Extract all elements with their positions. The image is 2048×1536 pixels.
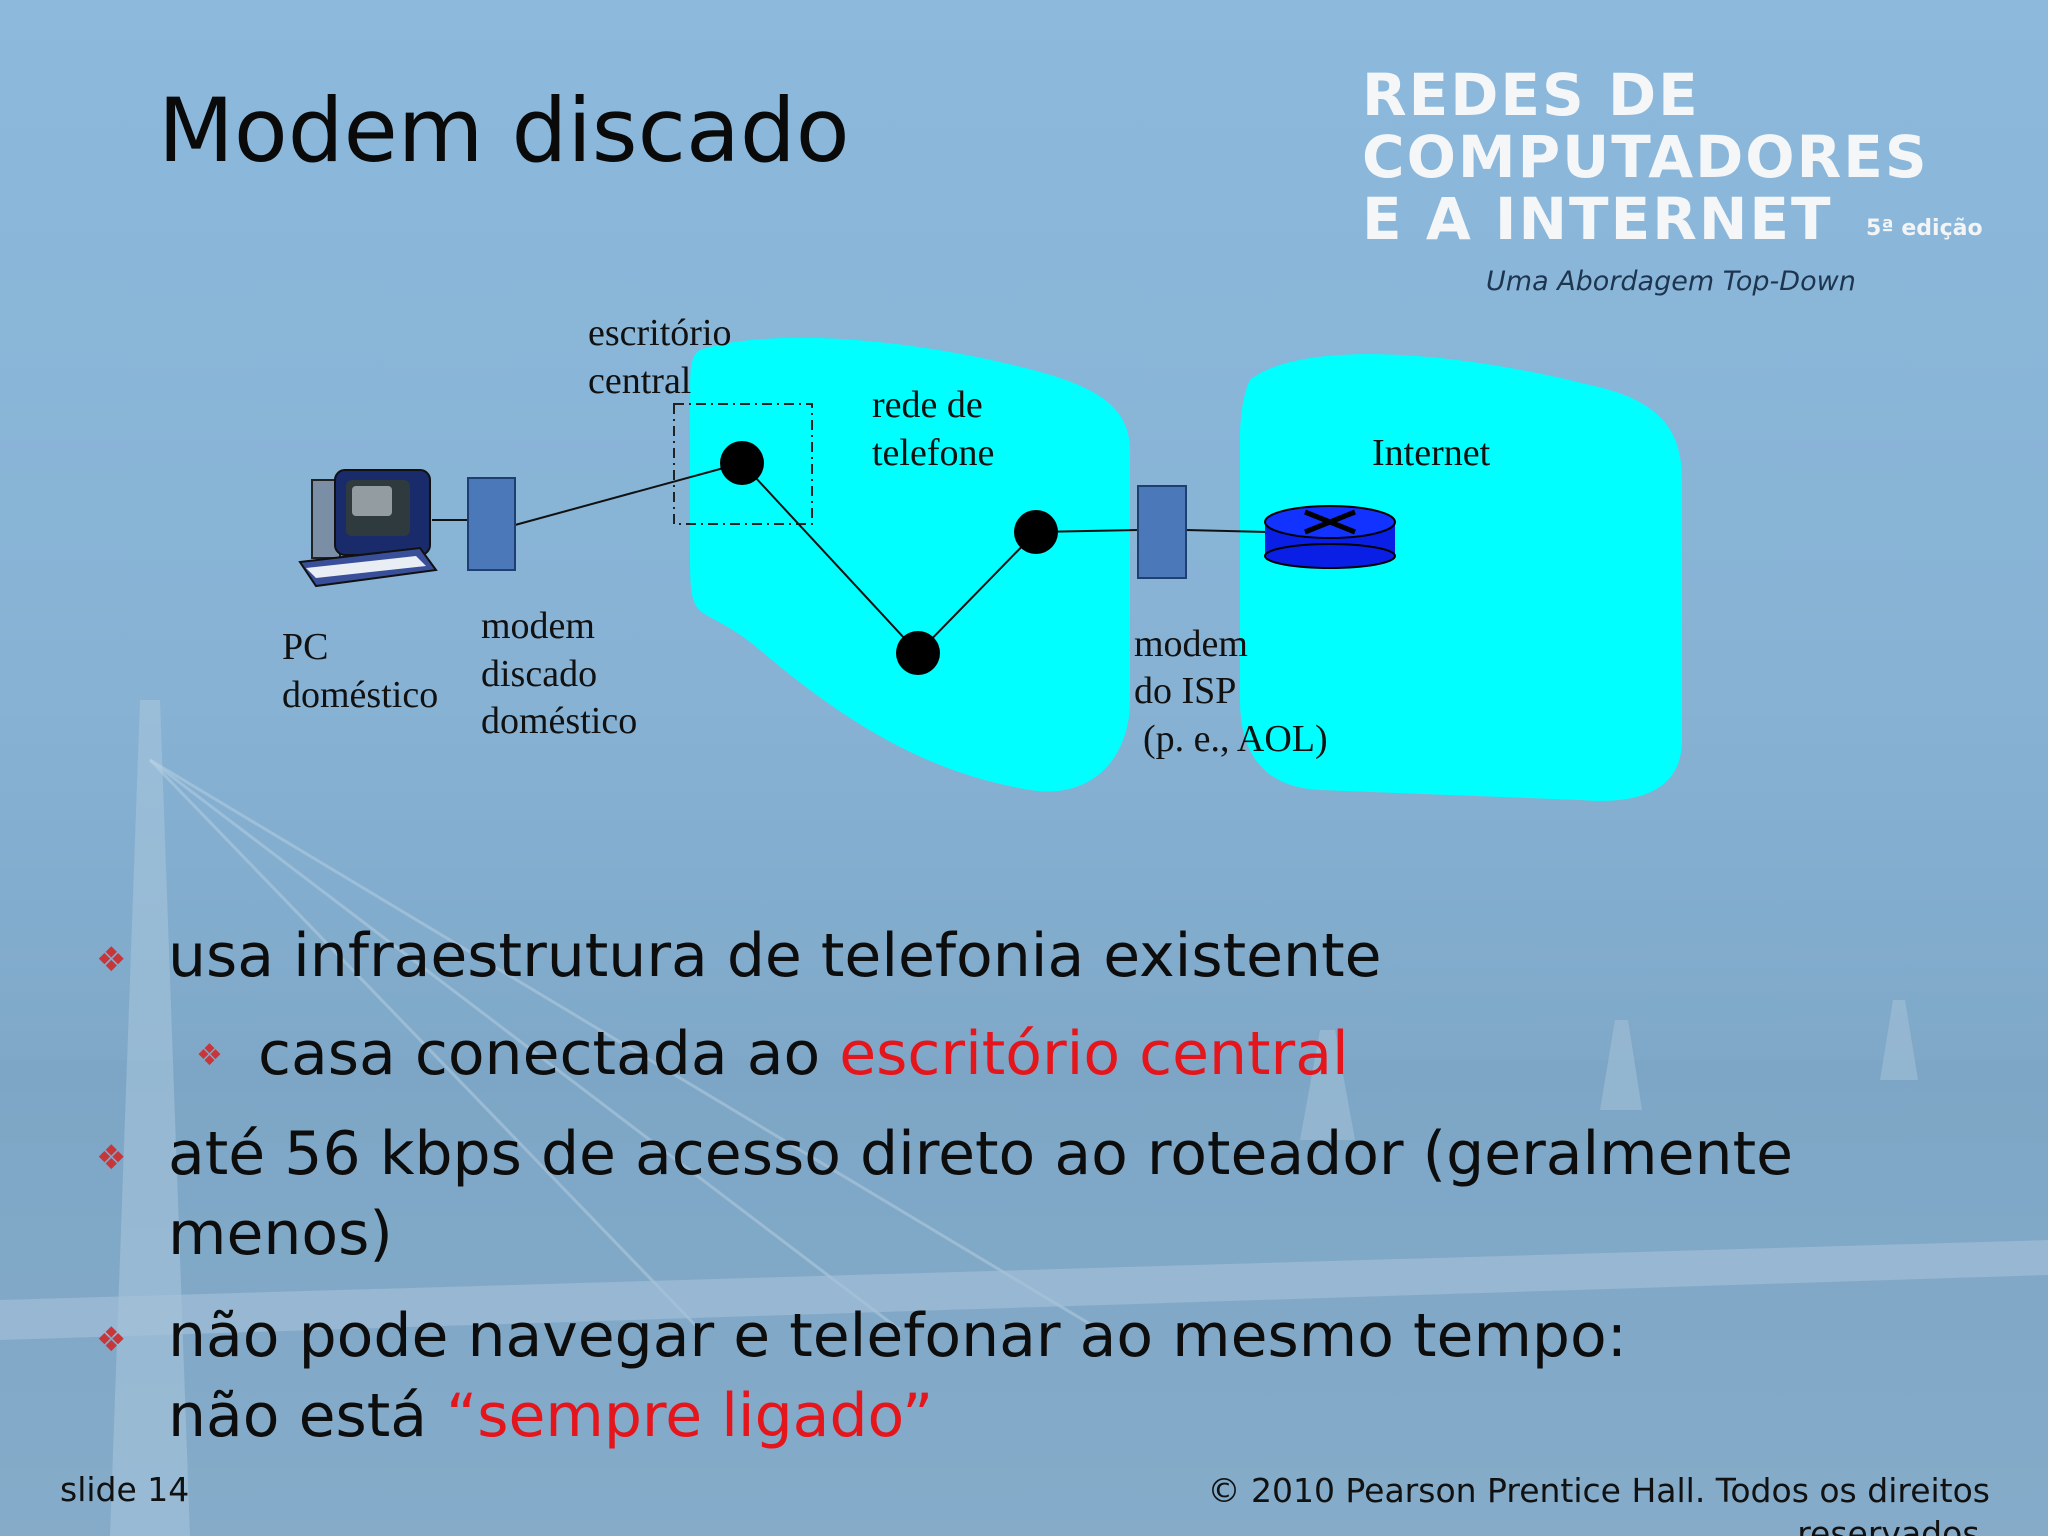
bullet-marker-icon: ❖ — [96, 1320, 127, 1360]
switch-right — [1014, 510, 1058, 554]
label-pc-1: PC — [282, 626, 328, 668]
label-isp-modem-2: do ISP — [1134, 670, 1236, 712]
modem-to-office-link — [514, 462, 743, 526]
bullet-marker-icon: ❖ — [96, 1138, 127, 1178]
switch-central-office — [720, 441, 764, 485]
label-internet: Internet — [1372, 432, 1491, 474]
bullet-3-highlight: “sempre ligado” — [446, 1381, 934, 1451]
central-office-box — [673, 403, 813, 525]
logo-line-3: E A INTERNET — [1362, 185, 1833, 253]
sub-bullet-marker-icon: ❖ — [196, 1038, 223, 1073]
label-home-modem-3: doméstico — [481, 700, 637, 742]
bullet-1: usa infraestrutura de telefonia existent… — [168, 921, 1382, 991]
label-home-modem-1: modem — [481, 605, 595, 647]
phone-network-cloud — [690, 337, 1130, 792]
label-home-modem-2: discado — [481, 653, 597, 695]
logo-line-1: REDES DE — [1362, 61, 1700, 129]
label-pc-2: doméstico — [282, 674, 438, 716]
bullet-3-line-2-text: não está — [168, 1381, 447, 1451]
label-isp-modem-1: modem — [1134, 623, 1248, 665]
office-to-switch-link — [741, 462, 919, 654]
logo-edition: 5ª edição — [1866, 216, 1983, 241]
label-phone-net-1: rede de — [872, 384, 983, 426]
router-icon — [1264, 505, 1396, 569]
home-pc-icon — [298, 469, 438, 588]
bullet-3-line-2: não está “sempre ligado” — [168, 1380, 933, 1452]
internet-cloud — [1240, 354, 1682, 801]
isp-modem-to-router-link — [1185, 529, 1269, 533]
copyright-notice: © 2010 Pearson Prentice Hall. Todos os d… — [1207, 1471, 1990, 1536]
bullet-3-line-1: não pode navegar e telefonar ao mesmo te… — [168, 1301, 1627, 1371]
label-central-office-1: escritório — [588, 312, 732, 354]
bullet-marker-icon: ❖ — [96, 940, 127, 980]
label-isp-modem-3: (p. e., AOL) — [1143, 718, 1328, 760]
dialup-diagram: escritório central rede de telefone Inte… — [282, 312, 1682, 801]
logo-subtitle: Uma Abordagem Top-Down — [1486, 266, 1856, 297]
logo-line-2: COMPUTADORES — [1362, 123, 1929, 191]
slide-title: Modem discado — [158, 79, 850, 182]
sub-bullet-1: casa conectada ao escritório central — [258, 1018, 1349, 1090]
slide-number: slide 14 — [60, 1470, 190, 1509]
book-logo: REDES DE COMPUTADORES E A INTERNET 5ª ed… — [1356, 62, 1996, 312]
sub-bullet-1-highlight: escritório central — [839, 1019, 1349, 1089]
bullet-2-line-1: até 56 kbps de acesso direto ao roteador… — [168, 1119, 1794, 1189]
switch-middle — [896, 631, 940, 675]
sub-bullet-1-text: casa conectada ao — [258, 1019, 840, 1089]
label-phone-net-2: telefone — [872, 432, 994, 474]
home-modem-icon — [467, 477, 516, 571]
bullet-2-line-2: menos) — [168, 1199, 393, 1269]
isp-modem-icon — [1137, 485, 1187, 579]
label-central-office-2: central — [588, 360, 691, 402]
switch-to-switch-link — [917, 531, 1037, 654]
